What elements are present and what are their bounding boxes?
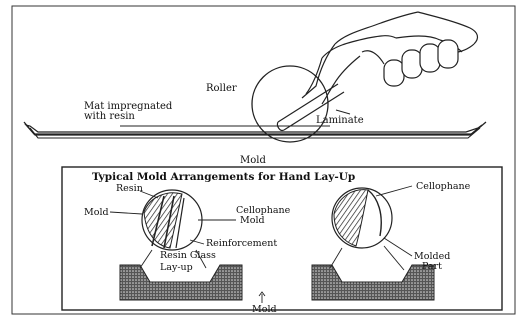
resin-label: Resin (116, 183, 143, 194)
top-illustration: Roller Mat impregnated with resin Lamina… (24, 12, 486, 166)
panel-title: Typical Mold Arrangements for Hand Lay-U… (92, 171, 355, 183)
mold-label-left: Mold (84, 207, 109, 218)
laminate-label: Laminate (316, 115, 364, 126)
resin-glass-label: Resin Glass (160, 250, 216, 261)
mold-label-left-2: Mold (240, 215, 265, 226)
mold-label-top: Mold (240, 155, 266, 166)
roller-label: Roller (206, 83, 237, 94)
reinforcement-label: Reinforcement (206, 238, 277, 249)
roller (252, 66, 328, 142)
cellophane-label-right: Cellophane (416, 181, 471, 192)
mat-label-line2: with resin (84, 111, 135, 122)
mold-arrangement-panel: Typical Mold Arrangements for Hand Lay-U… (62, 167, 502, 315)
layup-label: Lay-up (160, 262, 193, 273)
molded-label-line2: Part (422, 261, 442, 272)
mold-label-bottom: Mold (252, 304, 277, 315)
